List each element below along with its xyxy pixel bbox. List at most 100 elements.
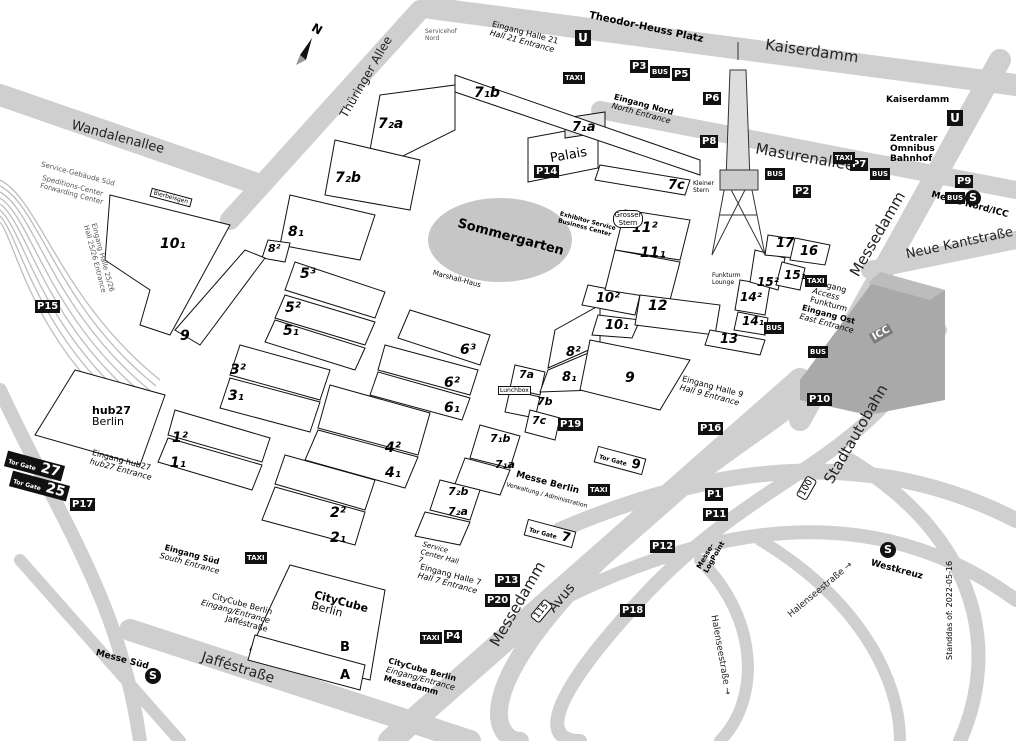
hall-number-5-1: 5₁	[283, 323, 299, 339]
messe-sued-label: Messe Süd	[94, 648, 150, 672]
gate-27-number: 27	[38, 460, 62, 481]
taxi-badge-north[interactable]: TAXI	[563, 72, 585, 84]
entrance-north[interactable]: Eingang Nord North Entrance	[611, 92, 675, 125]
parking-p15[interactable]: P15	[35, 300, 61, 313]
bus-badge-zob[interactable]: BUS	[870, 168, 891, 180]
messe-nord-s-badge[interactable]: S	[965, 190, 981, 206]
gate-9-number: 9	[629, 456, 643, 474]
hall-number-16: 16	[800, 244, 819, 259]
servicehof-label: Servicehof Nord	[425, 28, 457, 42]
hall-6-3	[397, 309, 491, 366]
parking-p14[interactable]: P14	[534, 165, 560, 178]
parking-p17[interactable]: P17	[70, 498, 96, 511]
theodor-heuss-label: Theodor-Heuss Platz	[588, 10, 705, 45]
parking-p12[interactable]: P12	[650, 540, 676, 553]
road-label-neue-kantstrasse: Neue Kantstraße	[904, 224, 1015, 263]
hall-number-15-1: 15₁	[784, 268, 806, 282]
taxi-badge-east[interactable]: TAXI	[805, 275, 827, 287]
entrance-south[interactable]: Eingang Süd South Entrance	[159, 542, 223, 576]
bus-badge-masuren[interactable]: BUS	[765, 168, 786, 180]
gate-7[interactable]: Tor Gate 7	[523, 518, 577, 549]
parking-p4[interactable]: P4	[444, 630, 463, 643]
road-label-thueringer: Thüringer Allee	[336, 33, 395, 121]
hall-4-2	[317, 384, 431, 456]
hall-3-1	[219, 377, 321, 433]
bus-badge-east[interactable]: BUS	[764, 322, 785, 334]
hall-number-10-2: 10²	[596, 291, 620, 306]
hall-number-17: 17	[776, 236, 795, 251]
hall-5-2	[274, 294, 376, 346]
hall-number-4-2: 4²	[385, 440, 401, 456]
parking-p3[interactable]: P3	[630, 60, 649, 73]
hall-number-14-1: 14₁	[742, 314, 764, 328]
road-jaffestrasse	[119, 619, 481, 741]
hall-number-8-1: 8₁	[562, 370, 577, 385]
taxi-badge-south[interactable]: TAXI	[245, 552, 267, 564]
bus-badge-icc[interactable]: BUS	[808, 346, 829, 358]
parking-p18[interactable]: P18	[620, 604, 646, 617]
kaiserdamm-u-badge[interactable]: U	[947, 110, 963, 126]
parking-p5[interactable]: P5	[672, 68, 691, 81]
parking-p2[interactable]: P2	[793, 185, 812, 198]
parking-p9[interactable]: P9	[955, 175, 974, 188]
hall-number-11-1: 11₁	[640, 245, 666, 261]
hall-13	[704, 329, 766, 356]
bus-badge-north[interactable]: BUS	[650, 66, 671, 78]
entrance-citycube-jaffe[interactable]: CityCube Berlin Eingang/Entrance Jaffést…	[198, 589, 273, 634]
hall-5-3	[284, 261, 386, 319]
palais-label: Palais	[548, 144, 589, 167]
hub27-building	[34, 369, 166, 466]
parking-p11[interactable]: P11	[703, 508, 729, 521]
hall-5-1	[264, 319, 366, 371]
hall-number-7c: 7c	[532, 414, 547, 427]
parking-p1[interactable]: P1	[705, 488, 724, 501]
hall-number-2-2: 2²	[330, 505, 346, 521]
hall-number-7-2b: 7₂b	[448, 485, 469, 498]
grosser-stern-label: Grosser Stern	[613, 210, 643, 228]
gate-7-word: Tor Gate	[528, 526, 558, 541]
road-label-wandalenallee: Wandalenallee	[69, 117, 166, 158]
sommergarten-label: Sommergarten	[455, 216, 566, 259]
hall-22	[324, 139, 421, 211]
road-label-halensee-2: Halenseestraße →	[786, 560, 855, 620]
taxi-badge-zob[interactable]: TAXI	[833, 152, 855, 164]
hall-number-26: 10₁	[160, 236, 186, 252]
parking-p10[interactable]: P10	[807, 393, 833, 406]
hall-number-5-2: 5²	[285, 300, 301, 316]
hall-number-24: 8²	[268, 242, 281, 255]
hall-24	[261, 239, 291, 263]
hall-number-7-1b: 7₁b	[490, 432, 511, 445]
parking-p20[interactable]: P20	[485, 594, 511, 607]
road-label-stadtautobahn-number: 100	[795, 474, 818, 502]
taxi-badge-messe[interactable]: TAXI	[588, 484, 610, 496]
parking-p16[interactable]: P16	[698, 422, 724, 435]
road-thueringer	[220, 0, 430, 230]
road-label-jaffestrasse: Jafféstraße	[199, 649, 277, 687]
entrance-citycube-messedamm[interactable]: CityCube Berlin Eingang/Entrance Messeda…	[383, 656, 459, 700]
gate-9[interactable]: Tor Gate 9	[593, 445, 647, 476]
hall-number-22: 7₂b	[335, 170, 361, 186]
entrance-hall-9[interactable]: Eingang Halle 9 Hall 9 Entrance	[679, 374, 744, 408]
halls-layer	[34, 74, 831, 691]
parking-p8[interactable]: P8	[700, 135, 719, 148]
marshall-haus-label: Bierbeisgen	[149, 187, 193, 208]
entrance-hub27[interactable]: Eingang hub27 hub27 Entrance	[89, 448, 155, 482]
westkreuz-s-badge[interactable]: S	[880, 542, 896, 558]
bus-badge-nord[interactable]: BUS	[945, 192, 966, 204]
messe-sued-s-badge[interactable]: S	[145, 668, 161, 684]
hall-1-1	[157, 437, 263, 491]
hall-25	[174, 249, 266, 346]
hall-number-14-2: 14²	[740, 290, 762, 304]
hall-number-20: 7₁b	[474, 85, 500, 101]
hall-14-1	[733, 311, 769, 336]
parking-p13[interactable]: P13	[495, 574, 521, 587]
theodor-heuss-u-badge[interactable]: U	[575, 30, 591, 46]
hall-number-12: 12	[648, 298, 668, 314]
parking-p19[interactable]: P19	[558, 418, 584, 431]
entrance-hall-21[interactable]: Eingang Halle 21 Hall 21 Entrance	[489, 20, 559, 55]
parking-p6[interactable]: P6	[703, 92, 722, 105]
hall-number-3-1: 3₁	[228, 388, 244, 404]
taxi-badge-citycube[interactable]: TAXI	[420, 632, 442, 644]
hall-number-19: 7₁a	[572, 120, 596, 135]
